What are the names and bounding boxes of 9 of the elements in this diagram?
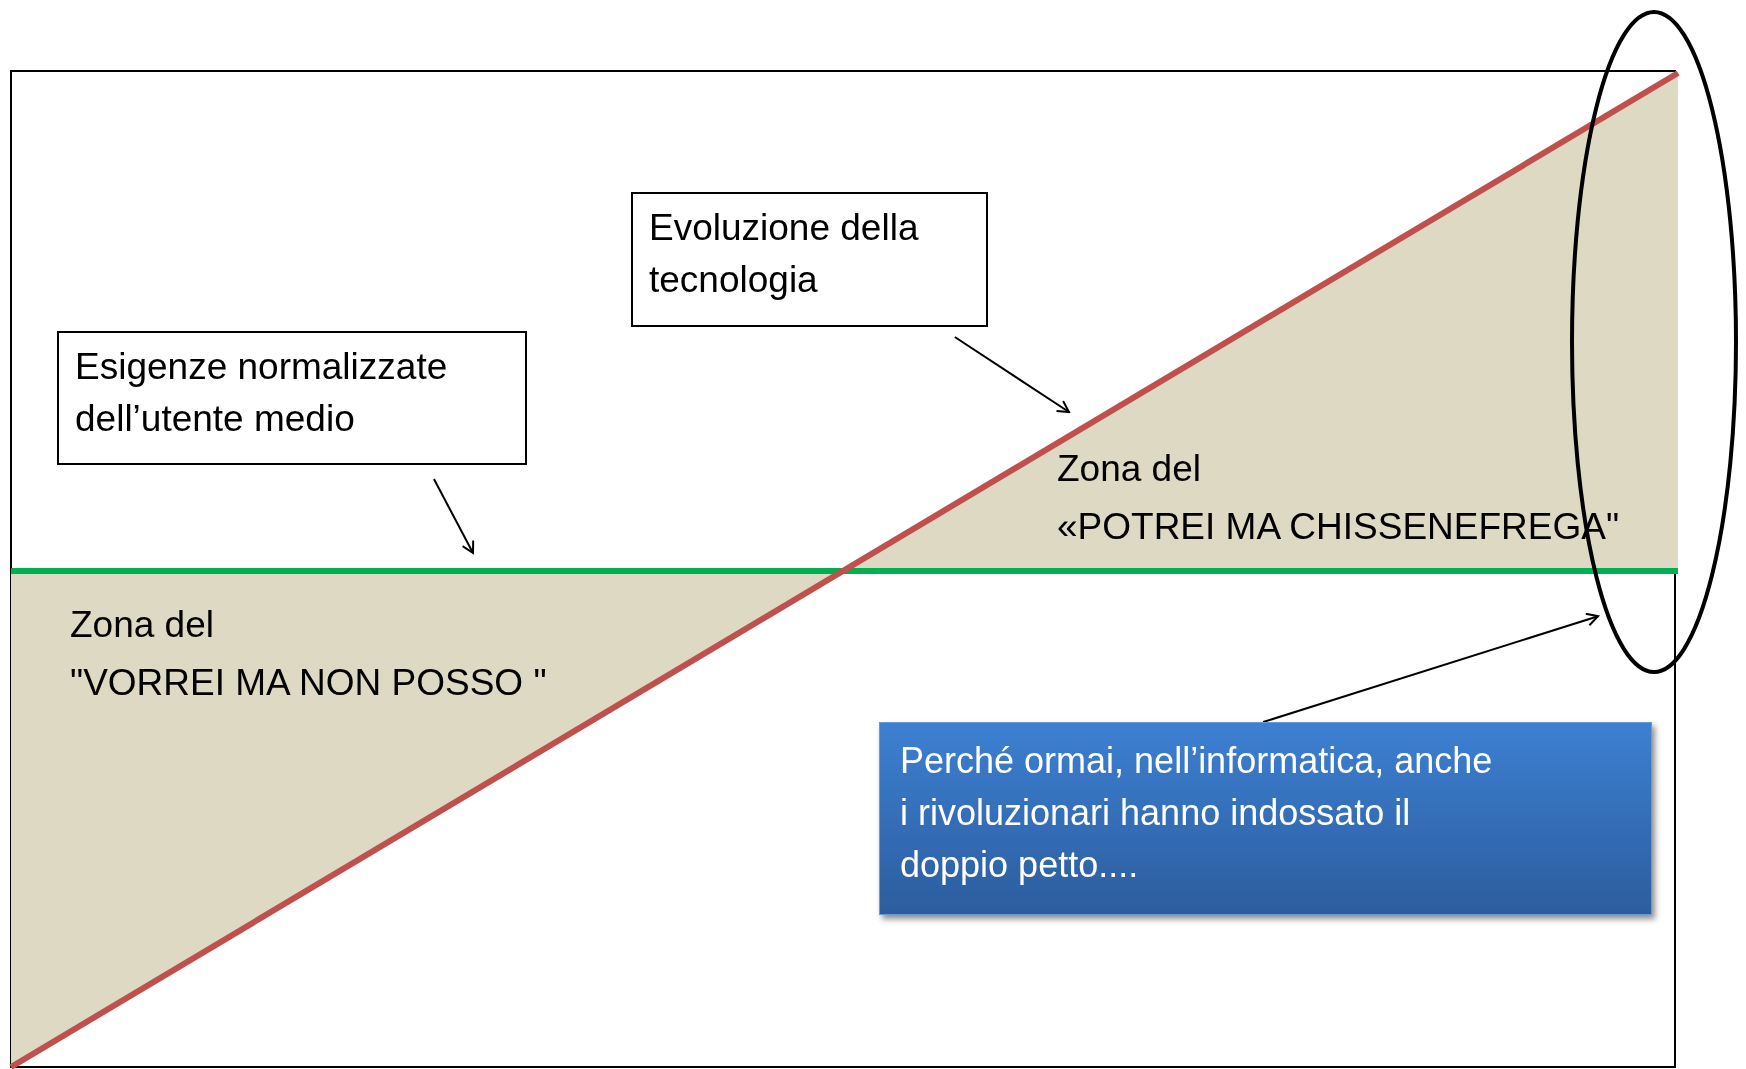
arrow [432, 478, 475, 554]
zone-label: Zona del [70, 603, 214, 647]
arrow [1262, 612, 1600, 723]
text-box: Evoluzione della tecnologia [631, 192, 988, 327]
text-box: Esigenze normalizzate dell’utente medio [57, 331, 527, 465]
arrow [953, 336, 1070, 413]
zone-label: "VORREI MA NON POSSO " [70, 661, 547, 705]
callout-box: Perché ormai, nell’informatica, anche i rivoluzionari hanno indossato il doppio petto.... [879, 722, 1652, 915]
zone-label: Zona del [1057, 447, 1201, 491]
